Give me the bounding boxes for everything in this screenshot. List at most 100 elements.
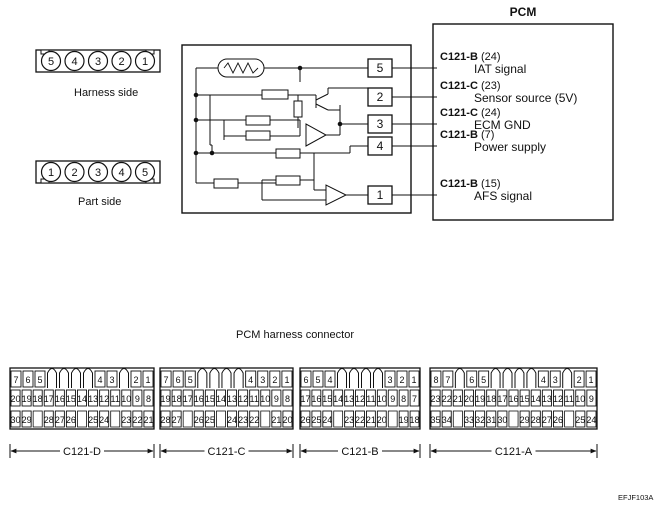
harness-side-pin-5 — [40, 50, 62, 72]
connector-pin — [530, 410, 541, 428]
connector-pin-label: 12 — [238, 394, 248, 404]
connector-pin-label: 10 — [121, 394, 131, 404]
connector-pin-label: 11 — [366, 394, 375, 404]
connector-pin-label: 11 — [250, 394, 259, 404]
connector-pin-label: 17 — [300, 394, 310, 404]
connector-pin — [463, 410, 474, 428]
connector-pin — [10, 389, 21, 407]
connector-pin — [271, 410, 282, 428]
connector-pin — [486, 389, 497, 407]
connector-pin-label: 14 — [333, 394, 343, 404]
connector-pin — [43, 389, 54, 407]
connector-label: C121-D — [63, 446, 101, 458]
sensor-terminal-label: 4 — [377, 139, 384, 153]
harness-side-pin-1 — [134, 50, 156, 72]
harness-side-pin-label: 1 — [142, 56, 148, 68]
sensor-terminal-1 — [367, 185, 393, 205]
connector-pin-label: 5 — [315, 375, 320, 385]
connector-pin — [171, 410, 182, 428]
connector-pin — [344, 410, 354, 428]
connector-pin-label: 24 — [322, 415, 332, 425]
connector-pin-label: 25 — [88, 415, 98, 425]
connector-pin-label: 12 — [553, 394, 563, 404]
pcm-title: PCM — [510, 5, 537, 19]
connector-pin — [376, 389, 387, 407]
harness-side-pin-label: 4 — [71, 56, 77, 68]
connector-pin — [322, 410, 333, 428]
connector-pin — [553, 389, 564, 407]
connector-pin — [553, 410, 564, 428]
connector-pin-label: 9 — [589, 394, 594, 404]
connector-pin-label: 30 — [11, 415, 21, 425]
connector-pin — [10, 410, 21, 428]
connector-pin — [88, 389, 99, 407]
connector-pin-label: 17 — [44, 394, 54, 404]
connector-pin — [143, 389, 154, 407]
connector-pin-label: 28 — [531, 415, 541, 425]
connector-pin-label: 13 — [344, 394, 354, 404]
connector-pin — [54, 410, 65, 428]
connector-pin-label: 11 — [111, 394, 120, 404]
connector-pin — [333, 389, 344, 407]
connector-pin-label: 2 — [272, 375, 277, 385]
connector-pin — [486, 410, 497, 428]
connector-pin — [184, 370, 196, 388]
connector-pin — [249, 389, 260, 407]
connector-pin — [300, 389, 311, 407]
connector-pin — [21, 410, 32, 428]
connector-pin-label: 18 — [33, 394, 43, 404]
connector-label: C121-B — [341, 446, 378, 458]
connector-pin — [193, 389, 204, 407]
connector-pin-label: 19 — [22, 394, 32, 404]
connector-pin — [54, 389, 65, 407]
connector-pin — [249, 410, 260, 428]
connector-pin — [143, 410, 154, 428]
part-side-label: Part side — [78, 196, 121, 208]
connector-pin-label: 29 — [22, 415, 32, 425]
connector-pin-label: 25 — [575, 415, 585, 425]
connector-pin-label: 14 — [531, 394, 541, 404]
connector-pin — [537, 370, 549, 388]
connector-pin-label: 28 — [161, 415, 171, 425]
connector-pin-label: 1 — [284, 375, 289, 385]
harness-side-pin-label: 3 — [95, 56, 101, 68]
part-side-pin-label: 5 — [142, 167, 148, 179]
connector-pin-label: 7 — [164, 375, 169, 385]
connector-pin — [541, 410, 552, 428]
connector-pin — [132, 410, 143, 428]
connector-pin — [227, 410, 238, 428]
connector-pin-label: 24 — [227, 415, 237, 425]
connector-pin-label: 15 — [322, 394, 332, 404]
connector-pin — [355, 410, 365, 428]
connector-pin — [21, 389, 32, 407]
connector-pin — [508, 389, 519, 407]
connector-pin — [430, 370, 442, 388]
connector-pin-label: 7 — [412, 394, 417, 404]
pcm-signal-name: IAT signal — [474, 62, 526, 76]
connector-pin — [300, 370, 312, 388]
connector-pin — [269, 370, 281, 388]
connector-pin — [519, 389, 530, 407]
pcm-signal-name: Sensor source (5V) — [474, 91, 577, 105]
part-side-pin-2 — [64, 161, 85, 183]
connector-pin — [322, 389, 333, 407]
connector-pin-label: 7 — [13, 375, 18, 385]
connector-pin-label: 1 — [411, 375, 416, 385]
connector-pin — [530, 389, 541, 407]
connector-pin-label: 22 — [132, 415, 142, 425]
connector-pin-label: 16 — [55, 394, 65, 404]
connector-pin — [541, 389, 552, 407]
sensor-circuit-box — [181, 44, 437, 214]
connector-pin — [376, 410, 387, 428]
connector-pin-label: 27 — [542, 415, 552, 425]
connector-pin-label: 21 — [143, 415, 153, 425]
connector-pin — [585, 370, 597, 388]
connector-pin-label: 3 — [260, 375, 265, 385]
connector-pin — [257, 370, 269, 388]
connector-pin — [65, 389, 76, 407]
connector-pin-label: 6 — [303, 375, 308, 385]
connector-pin-label: 23 — [121, 415, 131, 425]
part-side-pin-label: 1 — [48, 167, 54, 179]
